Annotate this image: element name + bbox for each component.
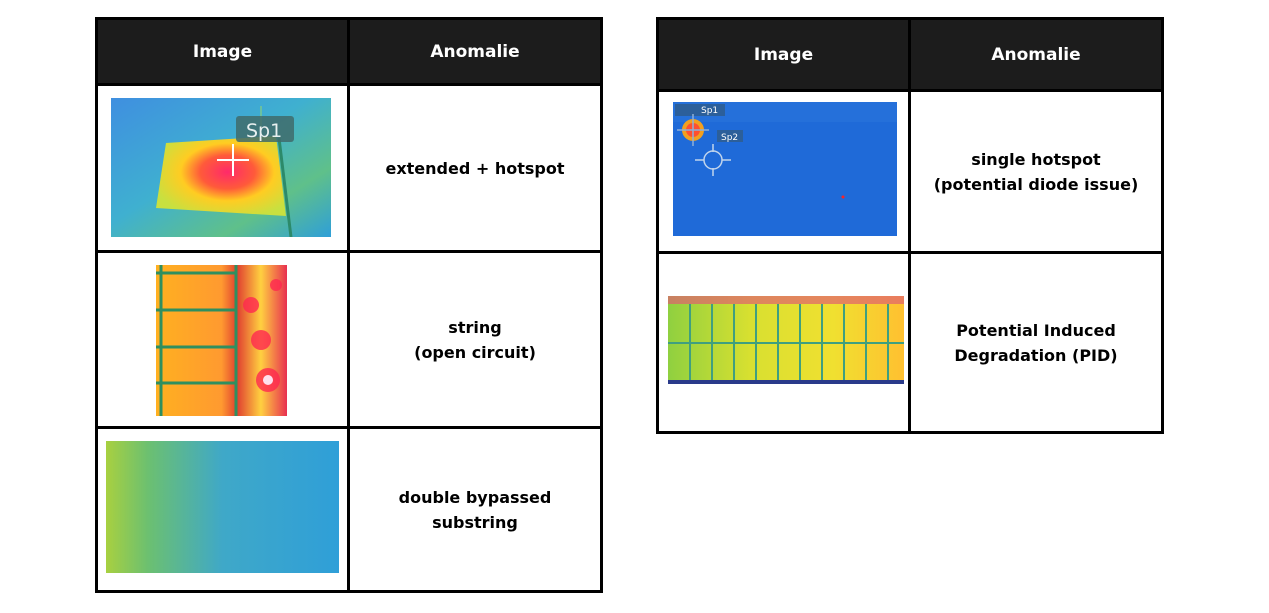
image-cell: Sp1 Sp2 xyxy=(656,89,911,254)
image-cell: Sp1 xyxy=(95,83,350,253)
spot-label: Sp1 xyxy=(246,120,282,142)
column-header-anomaly: Anomalie xyxy=(908,17,1164,92)
spot-label-sp2: Sp2 xyxy=(721,133,738,143)
thermal-image-hotspot: Sp1 xyxy=(111,98,331,237)
thermal-image-substring xyxy=(106,441,339,573)
anomaly-description: Potential Induced Degradation (PID) xyxy=(908,251,1164,434)
anomaly-description: double bypassed substring xyxy=(347,426,603,593)
anomaly-description: extended + hotspot xyxy=(347,83,603,253)
spot-label-sp1: Sp1 xyxy=(701,106,718,116)
anomaly-description: single hotspot (potential diode issue) xyxy=(908,89,1164,254)
image-cell xyxy=(95,426,350,593)
image-cell xyxy=(656,251,911,434)
column-header-image: Image xyxy=(656,17,911,92)
table-header-row: Image Anomalie xyxy=(95,17,603,86)
table-row: Sp1 extended + hotspot xyxy=(95,83,603,253)
thermal-image-single-hotspot: Sp1 Sp2 xyxy=(673,102,897,236)
table-header-row: Image Anomalie xyxy=(656,17,1164,92)
table-row: Sp1 Sp2 single hotspot (potential diode … xyxy=(656,89,1164,254)
thermal-image-string xyxy=(156,265,287,416)
column-header-anomaly: Anomalie xyxy=(347,17,603,86)
anomaly-description: string (open circuit) xyxy=(347,250,603,429)
anomaly-table-left: Image Anomalie xyxy=(95,17,603,593)
column-header-image: Image xyxy=(95,17,350,86)
table-row: string (open circuit) xyxy=(95,250,603,429)
thermal-image-pid xyxy=(668,296,904,384)
table-row: Potential Induced Degradation (PID) xyxy=(656,251,1164,434)
image-cell xyxy=(95,250,350,429)
anomaly-table-right: Image Anomalie Sp1 Sp2 xyxy=(656,17,1164,434)
table-row: double bypassed substring xyxy=(95,426,603,593)
